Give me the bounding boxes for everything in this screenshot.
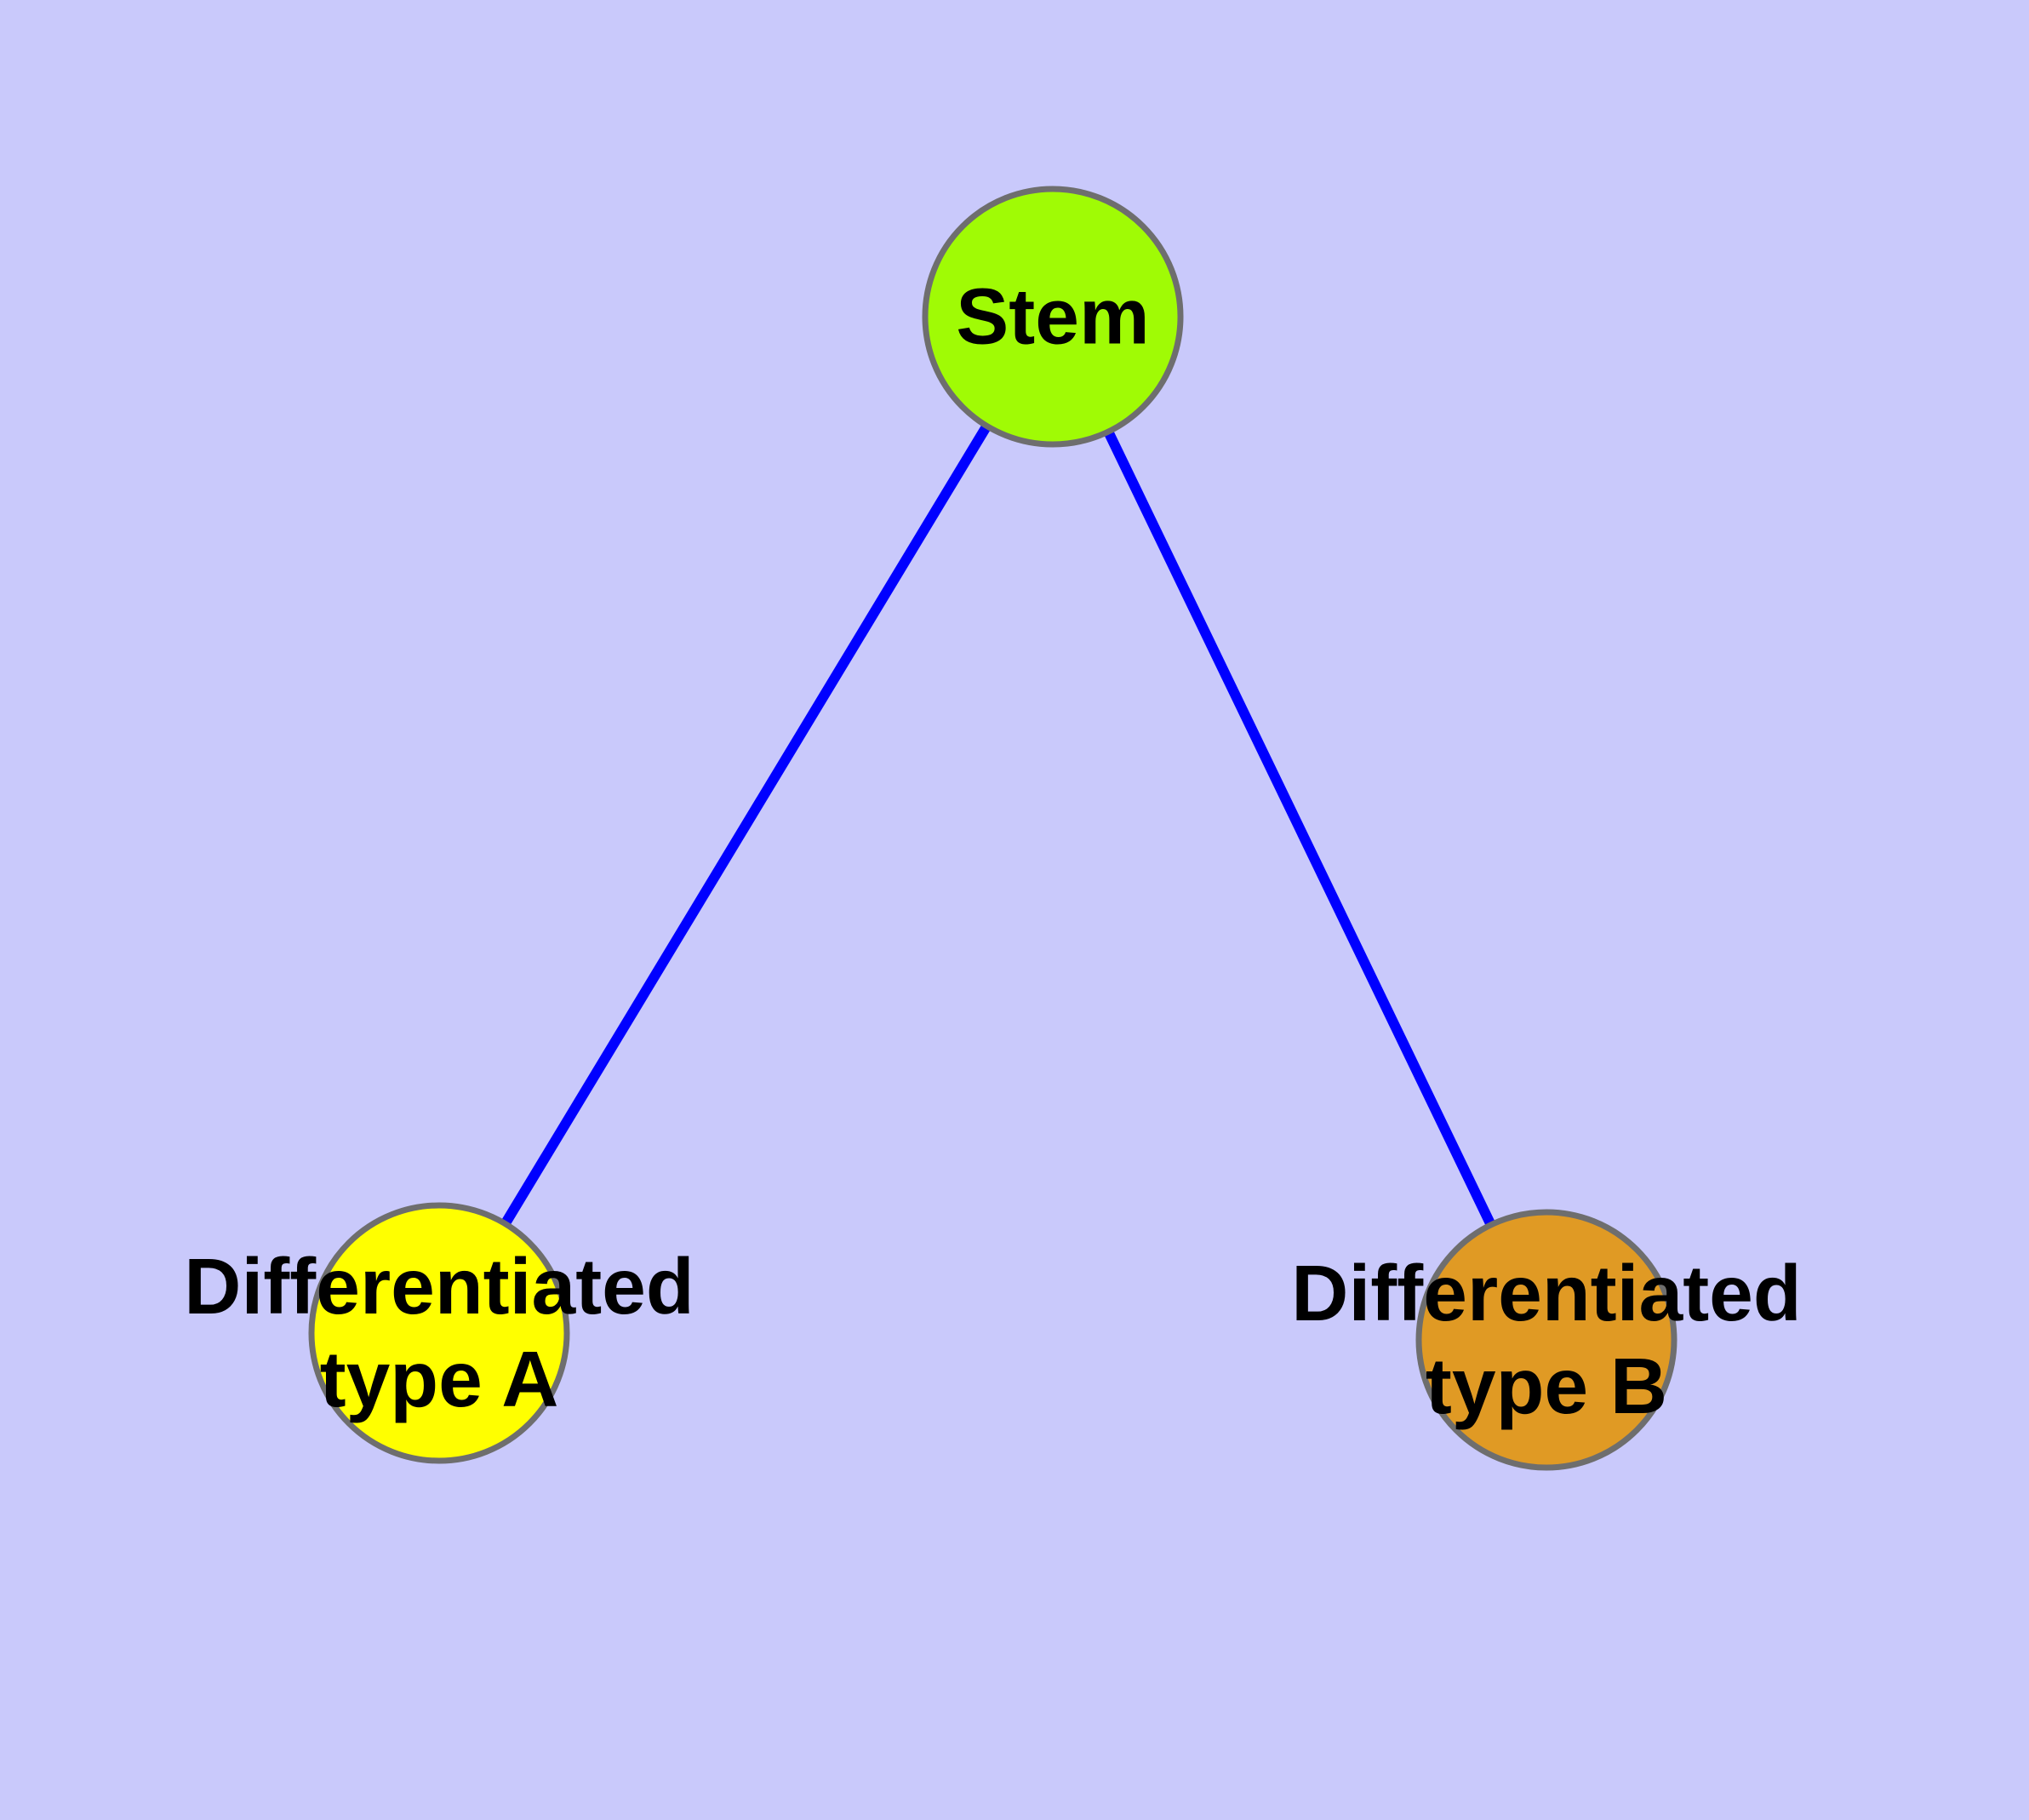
graph-node-diff_b[interactable] — [1415, 1209, 1677, 1471]
graph-node-label-line: Stem — [956, 272, 1149, 361]
graph-edge-stem-to-diff_a — [434, 313, 1058, 1336]
graph-node-label-stem: Stem — [956, 272, 1149, 361]
graph-node-stem[interactable] — [922, 186, 1184, 448]
graph-node-label-line: Differentiated — [184, 1242, 694, 1331]
graph-node-label-line: type B — [1426, 1342, 1667, 1430]
graph-node-diff_a[interactable] — [308, 1202, 570, 1464]
graph-edge-stem-to-diff_b — [1048, 314, 1552, 1342]
graph-node-label-line: Differentiated — [1291, 1249, 1801, 1337]
nodes-layer — [308, 186, 1677, 1471]
graph-node-label-line: type A — [320, 1335, 559, 1423]
edges-layer — [434, 313, 1552, 1342]
